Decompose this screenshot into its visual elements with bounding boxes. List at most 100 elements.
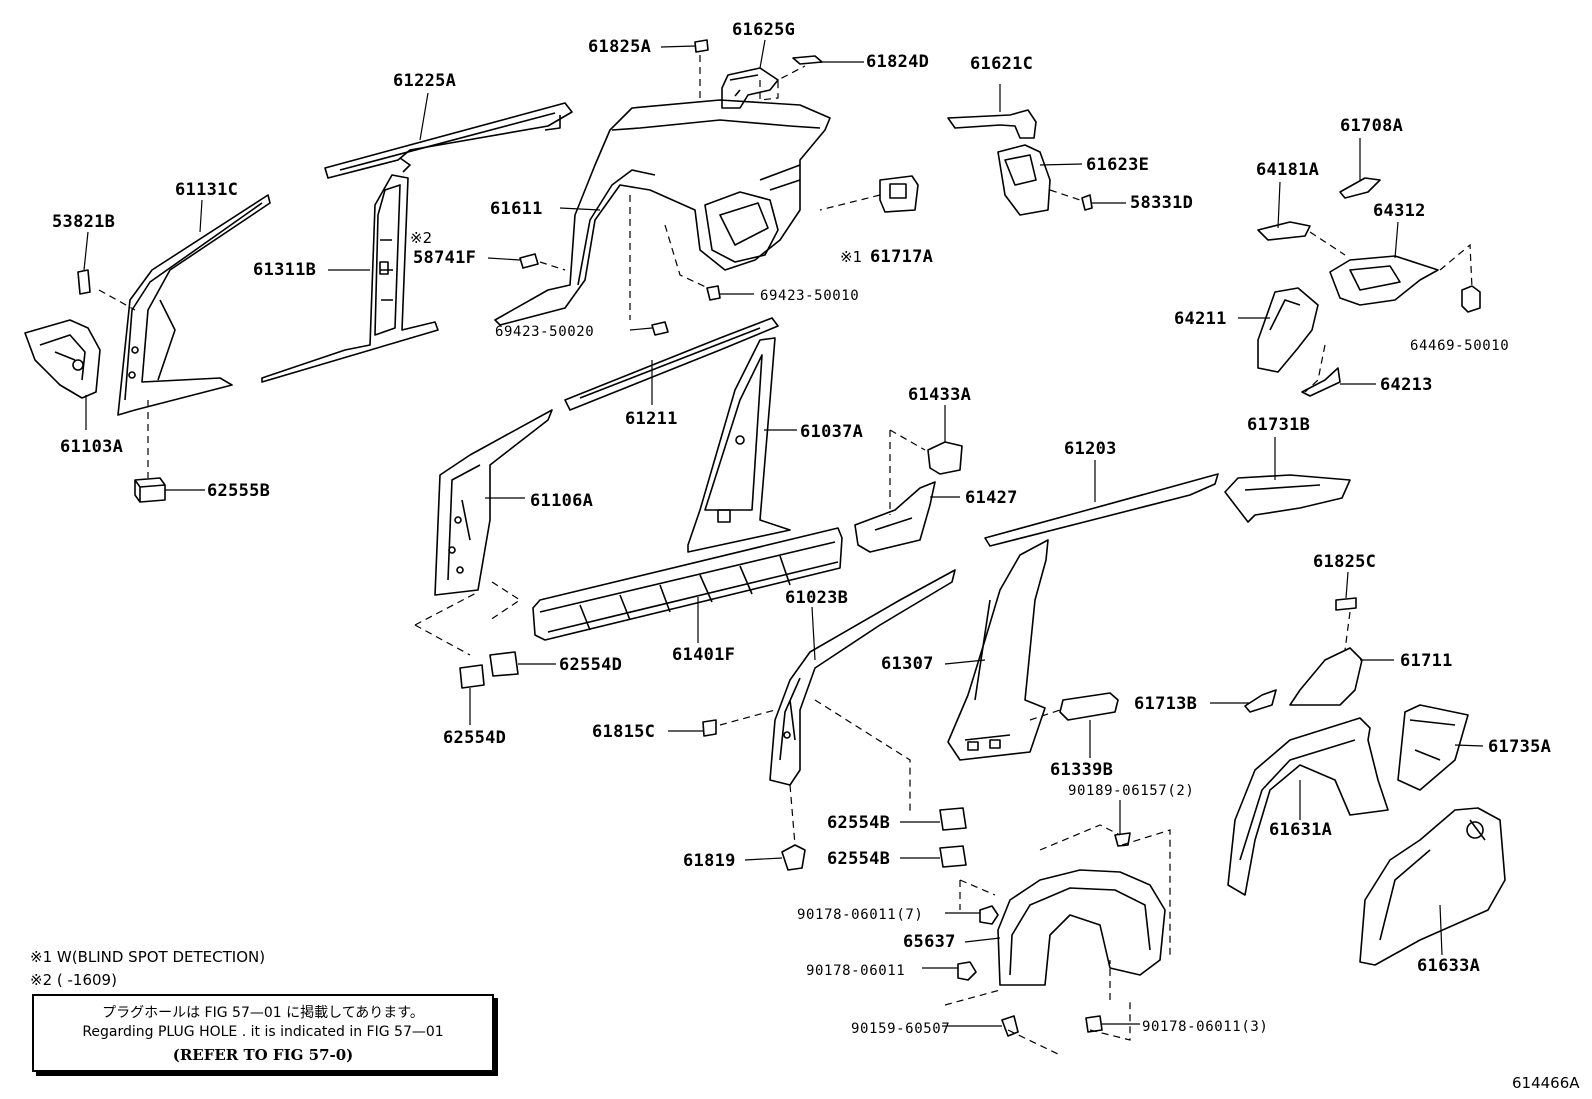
label-61633A: 61633A <box>1417 956 1481 976</box>
label-61611: 61611 <box>490 199 543 219</box>
label-90189-06157: 90189-06157(2) <box>1068 783 1195 799</box>
part-61711 <box>1289 647 1363 706</box>
part-61631A <box>1227 717 1389 896</box>
part-61311B <box>261 174 439 383</box>
label-61623E: 61623E <box>1086 155 1150 175</box>
label-61735A: 61735A <box>1488 737 1552 757</box>
label-62554D-bottom: 62554D <box>443 728 507 748</box>
mark-note-1: ※1 <box>840 248 863 266</box>
label-69423-50010: 69423-50010 <box>760 288 860 304</box>
label-69423-50020: 69423-50020 <box>495 324 595 340</box>
part-53821B <box>77 269 91 295</box>
fasteners <box>957 832 1131 1037</box>
label-61717A: 61717A <box>870 247 934 267</box>
part-61824D <box>792 55 823 65</box>
part-64312 <box>1329 255 1439 306</box>
label-61023B: 61023B <box>785 588 849 608</box>
label-62554B-bottom: 62554B <box>827 849 891 869</box>
label-53821B: 53821B <box>52 212 116 232</box>
part-64213 <box>1301 367 1341 397</box>
part-61633A <box>1359 807 1506 966</box>
label-61339B: 61339B <box>1050 760 1114 780</box>
label-61824D: 61824D <box>866 52 930 72</box>
label-61103A: 61103A <box>60 437 124 457</box>
label-64211: 64211 <box>1174 309 1227 329</box>
label-62555B: 62555B <box>207 481 271 501</box>
part-61621C <box>947 109 1037 139</box>
part-61708A <box>1339 177 1381 199</box>
plug-hole-note-box: プラグホールは FIG 57—01 に掲載してあります。 Regarding P… <box>32 994 494 1072</box>
label-61825A: 61825A <box>588 37 652 57</box>
part-61611 <box>494 99 831 326</box>
label-61825C: 61825C <box>1313 552 1377 572</box>
label-61711: 61711 <box>1400 651 1453 671</box>
part-61225A <box>324 102 573 179</box>
part-61625G <box>721 67 779 109</box>
label-62554D-right: 62554D <box>559 655 623 675</box>
part-58331D <box>1081 194 1093 211</box>
label-61819: 61819 <box>683 851 736 871</box>
label-90178-06011: 90178-06011 <box>806 963 906 979</box>
part-61819 <box>781 844 806 871</box>
part-61623E <box>997 144 1051 216</box>
part-61131C <box>117 194 271 416</box>
part-61815C <box>702 719 717 737</box>
part-61023B <box>769 569 956 786</box>
label-90178-06011-7: 90178-06011(7) <box>797 907 924 923</box>
note-line-english: Regarding PLUG HOLE . it is indicated in… <box>82 1024 444 1040</box>
footnote-2: ※2 ( -1609) <box>30 971 117 989</box>
label-61211: 61211 <box>625 409 678 429</box>
label-61815C: 61815C <box>592 722 656 742</box>
label-61621C: 61621C <box>970 54 1034 74</box>
label-61131C: 61131C <box>175 180 239 200</box>
part-61203 <box>984 473 1219 547</box>
label-61225A: 61225A <box>393 71 457 91</box>
part-69423-50020 <box>651 321 669 336</box>
label-61307: 61307 <box>881 654 934 674</box>
mark-note-2: ※2 <box>410 229 433 247</box>
part-58741F <box>519 253 539 269</box>
label-61037A: 61037A <box>800 422 864 442</box>
label-61713B: 61713B <box>1134 694 1198 714</box>
part-62554B <box>939 807 967 868</box>
figure-id: 614466A <box>1512 1074 1580 1092</box>
part-61713B <box>1244 689 1277 713</box>
label-61106A: 61106A <box>530 491 594 511</box>
label-90178-06011-3: 90178-06011(3) <box>1142 1019 1269 1035</box>
note-line-reference: (REFER TO FIG 57-0) <box>172 1046 354 1064</box>
label-61401F: 61401F <box>672 645 736 665</box>
part-61103A <box>24 319 101 399</box>
part-64211 <box>1257 287 1319 373</box>
part-61211 <box>564 317 779 411</box>
part-61427 <box>854 481 936 553</box>
part-62554D <box>459 651 519 689</box>
part-61037A <box>687 337 791 553</box>
part-69423-50010 <box>706 285 721 301</box>
label-64312: 64312 <box>1373 201 1426 221</box>
label-61708A: 61708A <box>1340 116 1404 136</box>
label-58741F: 58741F <box>413 248 477 268</box>
part-61106A <box>434 409 553 596</box>
label-62554B-top: 62554B <box>827 813 891 833</box>
part-62555B <box>134 477 166 503</box>
part-61433A <box>927 441 963 475</box>
part-61825C <box>1335 597 1357 611</box>
label-58331D: 58331D <box>1130 193 1194 213</box>
part-61731B <box>1224 474 1351 523</box>
label-64469-50010: 64469-50010 <box>1410 338 1510 354</box>
label-64213: 64213 <box>1380 375 1433 395</box>
label-90159-60507: 90159-60507 <box>851 1021 951 1037</box>
label-65637: 65637 <box>903 932 956 952</box>
label-61731B: 61731B <box>1247 415 1311 435</box>
part-61401F <box>532 527 843 641</box>
label-61203: 61203 <box>1064 439 1117 459</box>
note-line-japanese: プラグホールは FIG 57—01 に掲載してあります。 <box>102 1005 424 1021</box>
part-64181A <box>1257 221 1311 241</box>
part-61825A <box>694 39 709 53</box>
part-64469-50010 <box>1461 285 1481 313</box>
part-61735A <box>1397 704 1469 791</box>
footnote-1: ※1 W(BLIND SPOT DETECTION) <box>30 948 266 966</box>
part-61717A <box>879 175 919 213</box>
label-61631A: 61631A <box>1269 820 1333 840</box>
